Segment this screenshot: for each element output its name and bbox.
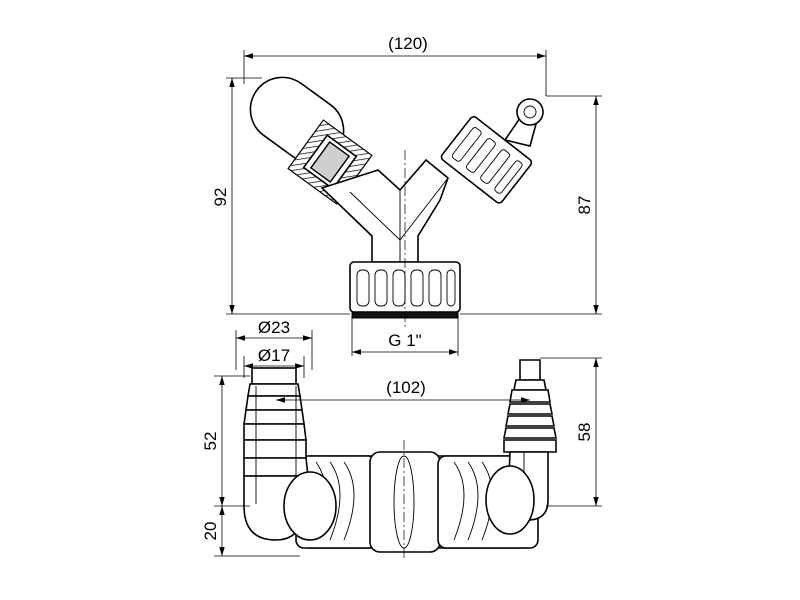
top-width-label: (120) — [388, 34, 428, 53]
elbow-height-dimension: 20 — [201, 506, 300, 557]
right-hose-height-dimension: 58 — [540, 357, 602, 507]
thread-dimension: G 1" — [351, 318, 459, 356]
elbow-height-label: 20 — [201, 522, 220, 541]
bottom-width-dimension: (102) — [276, 378, 530, 403]
right-hose-height-label: 58 — [575, 423, 594, 442]
left-height-label: 92 — [211, 188, 230, 207]
right-height-dimension: 87 — [460, 95, 602, 315]
bottom-view-valve — [243, 359, 557, 560]
inner-diameter-dimension: Ø17 — [243, 346, 305, 378]
inner-diameter-label: Ø17 — [258, 346, 290, 365]
top-view-valve — [249, 76, 544, 330]
hose-length-label: 52 — [201, 432, 220, 451]
left-height-dimension: 92 — [211, 77, 350, 315]
hose-length-dimension: 52 — [201, 375, 250, 507]
outer-diameter-label: Ø23 — [258, 318, 290, 337]
top-width-dimension: (120) — [243, 34, 547, 96]
thread-label: G 1" — [388, 331, 421, 350]
right-height-label: 87 — [575, 196, 594, 215]
bottom-width-label: (102) — [386, 378, 426, 397]
outer-diameter-dimension: Ø23 — [235, 318, 313, 370]
